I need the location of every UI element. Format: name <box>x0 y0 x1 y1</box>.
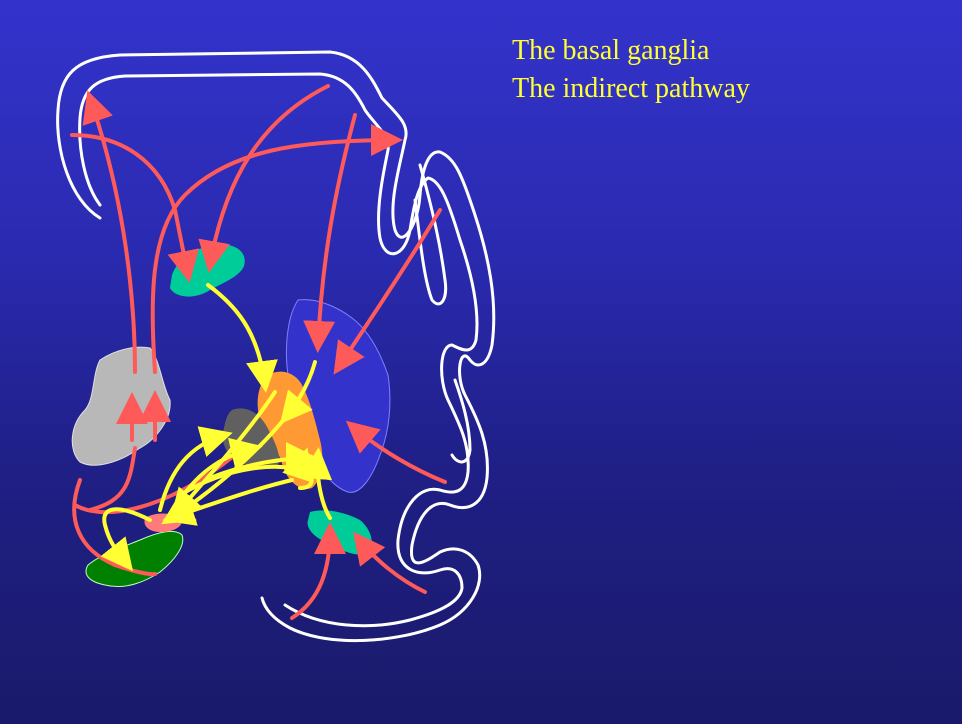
teal-nucleus-lower <box>308 510 372 554</box>
nuclei <box>72 244 390 586</box>
red-arrow-6 <box>338 210 440 368</box>
red-arrow-3 <box>72 135 188 275</box>
yellow-arrow-1 <box>208 285 265 385</box>
teal-nucleus-upper <box>170 244 245 296</box>
yellow-arrow-6 <box>160 435 225 510</box>
red-arrow-9 <box>292 530 330 618</box>
red-arrow-4 <box>210 86 328 265</box>
